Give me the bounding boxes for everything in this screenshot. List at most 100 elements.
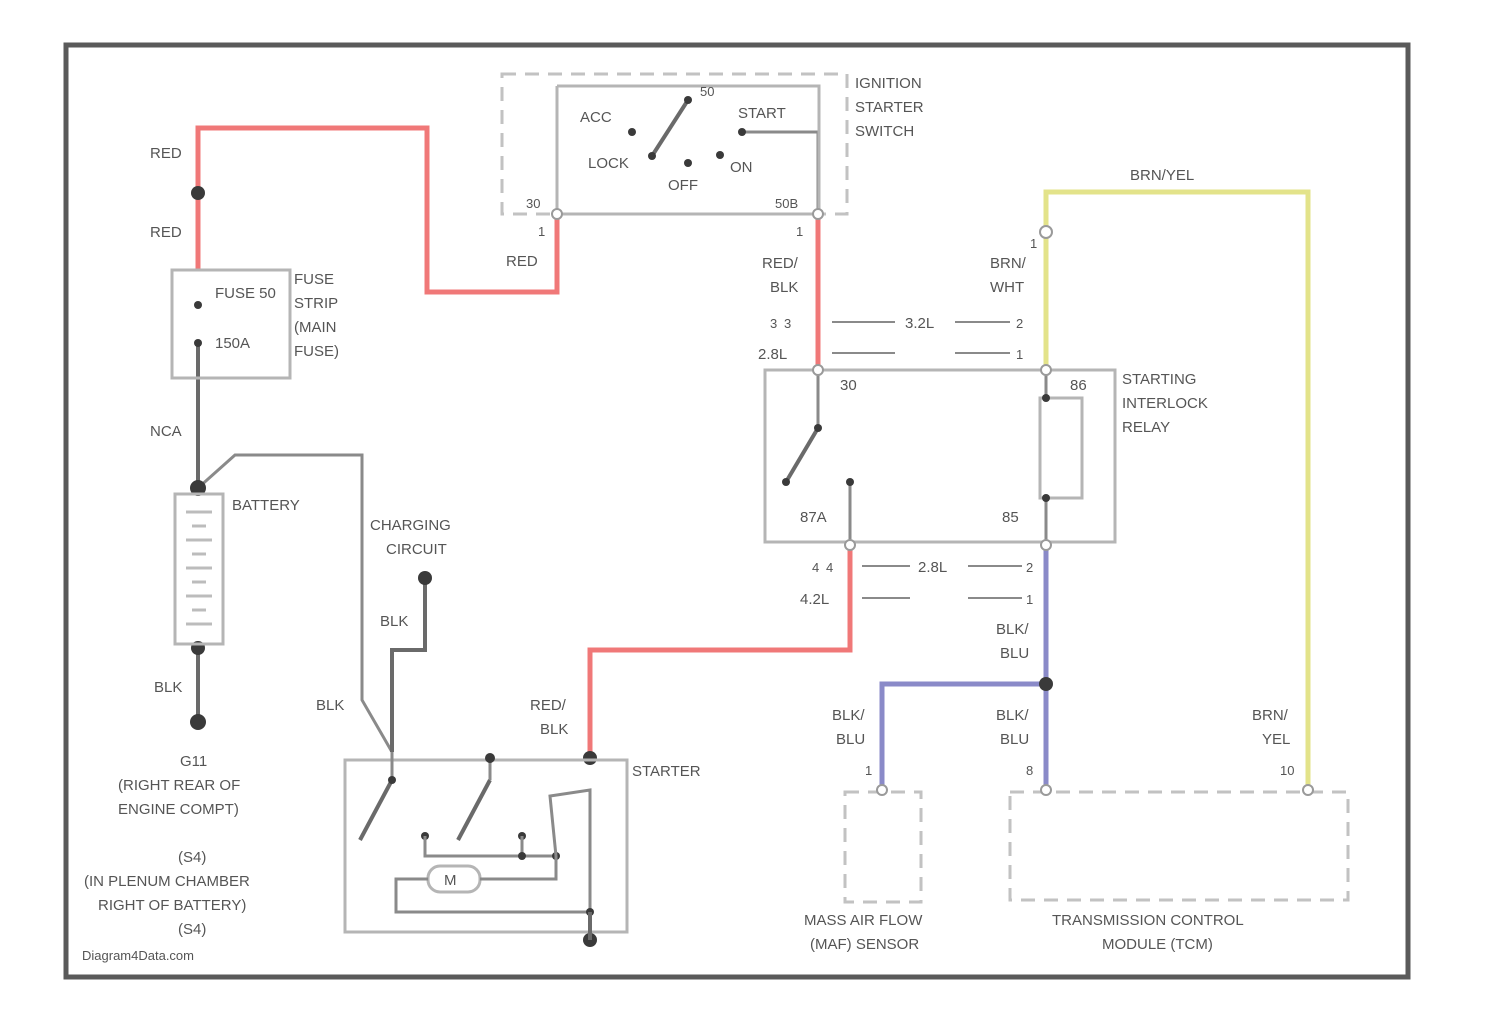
switch-pin-50b	[813, 209, 823, 219]
fuse-id: FUSE 50	[215, 285, 276, 302]
tcm-pin-b	[1303, 785, 1313, 795]
wire-label-red-top: RED	[150, 145, 182, 162]
wire-label-nca: NCA	[150, 423, 182, 440]
maf-label-1: MASS AIR FLOW	[804, 912, 923, 929]
starter-contact-1	[388, 776, 396, 784]
starter-solenoid	[550, 790, 590, 912]
switch-pin-50b-num: 1	[796, 224, 803, 239]
relay-coil-bot-dot	[1042, 494, 1050, 502]
switch-pos-lock: LOCK	[588, 155, 629, 172]
fuse-title-2: STRIP	[294, 295, 338, 312]
conn-left-bot-1: 4	[812, 560, 819, 575]
wire-label-blk-batt: BLK	[154, 679, 182, 696]
relay-title-1: STARTING	[1122, 371, 1196, 388]
conn-left-top-2: 3	[784, 316, 791, 331]
charging-terminal	[418, 571, 432, 585]
conn-left-top-1: 3	[770, 316, 777, 331]
starter-switch-1	[360, 780, 392, 840]
relay-contact-rest	[782, 478, 790, 486]
ground-note-3: RIGHT OF BATTERY)	[98, 897, 246, 914]
wire-label-red-blk-top-1: RED/	[762, 255, 799, 272]
wire-label-brn-wht-1: BRN/	[990, 255, 1027, 272]
starter-label: STARTER	[632, 763, 701, 780]
wire-label-brn-yel-top: BRN/YEL	[1130, 167, 1194, 184]
maf-pin-num: 1	[865, 763, 872, 778]
fuse-title-3: (MAIN	[294, 319, 337, 336]
starter-switch-2	[458, 780, 490, 840]
tcm-box	[1010, 792, 1348, 900]
wire-label-blk-blu-1b: BLU	[1000, 645, 1029, 662]
wire-label-blk-blu-3a: BLK/	[996, 707, 1029, 724]
conn-label-2-8l-bot: 2.8L	[918, 559, 947, 576]
wire-label-red-blk-starter-2: BLK	[540, 721, 568, 738]
switch-pos-on-dot	[716, 151, 724, 159]
splice-blue	[1039, 677, 1053, 691]
relay-pin-86: 86	[1070, 377, 1087, 394]
switch-pos-acc-dot	[628, 128, 636, 136]
conn-label-2-8l-top: 2.8L	[758, 346, 787, 363]
switch-title-1: IGNITION	[855, 75, 922, 92]
maf-sensor-box	[845, 792, 921, 902]
conn-label-4-2l-bot: 4.2L	[800, 591, 829, 608]
switch-term-left: 30	[526, 196, 540, 211]
wire-label-red-blk-starter-1: RED/	[530, 697, 567, 714]
wire-label-red-blk-top-2: BLK	[770, 279, 798, 296]
switch-pos-off: OFF	[668, 177, 698, 194]
switch-term-right: 50B	[775, 196, 798, 211]
relay-pin-85: 85	[1002, 509, 1019, 526]
tcm-label-1: TRANSMISSION CONTROL	[1052, 912, 1244, 929]
switch-pivot	[648, 152, 656, 160]
switch-title-2: STARTER	[855, 99, 924, 116]
switch-pin-30-num: 1	[538, 224, 545, 239]
ground-label-3: ENGINE COMPT)	[118, 801, 239, 818]
wire-red-blk-relay-starter	[590, 545, 850, 758]
wire-brn-yel	[1046, 192, 1308, 790]
switch-pos-start: START	[738, 105, 786, 122]
tcm-pin-a-num: 8	[1026, 763, 1033, 778]
starter-internal-1	[425, 836, 556, 856]
switch-pos-acc: ACC	[580, 109, 612, 126]
charging-label-2: CIRCUIT	[386, 541, 447, 558]
switch-pos-off-dot	[684, 159, 692, 167]
conn-left-bot-2: 4	[826, 560, 833, 575]
battery-label: BATTERY	[232, 497, 300, 514]
wire-label-red-switch: RED	[506, 253, 538, 270]
ground-note-4: (S4)	[178, 921, 206, 938]
relay-conn-30	[813, 365, 823, 375]
conn-right-bot-2: 1	[1026, 592, 1033, 607]
tcm-pin-a	[1041, 785, 1051, 795]
relay-contact-pivot	[814, 424, 822, 432]
ground-label-2: (RIGHT REAR OF	[118, 777, 240, 794]
switch-pos-start-dot	[738, 128, 746, 136]
tcm-pin-b-num: 10	[1280, 763, 1294, 778]
wire-blk-charging	[392, 580, 425, 752]
maf-label-2: (MAF) SENSOR	[810, 936, 919, 953]
ground-note-1: (S4)	[178, 849, 206, 866]
starter-motor-label: M	[444, 872, 457, 889]
starter-b-terminal	[583, 751, 597, 765]
switch-pin-30	[552, 209, 562, 219]
wire-label-brn-yel-tcm-2: YEL	[1262, 731, 1290, 748]
wire-label-blk-blu-2b: BLU	[836, 731, 865, 748]
switch-title-3: SWITCH	[855, 123, 914, 140]
relay-conn-87a	[845, 540, 855, 550]
starter-contact-2	[485, 753, 495, 763]
conn-right-bot-1: 2	[1026, 560, 1033, 575]
relay-pin-30: 30	[840, 377, 857, 394]
switch-pos-on: ON	[730, 159, 753, 176]
maf-pin	[877, 785, 887, 795]
ground-note-2: (IN PLENUM CHAMBER	[84, 873, 250, 890]
wire-label-blk-blu-3b: BLU	[1000, 731, 1029, 748]
relay-contact-87a	[846, 478, 854, 486]
relay-title-2: INTERLOCK	[1122, 395, 1208, 412]
splice-red-top	[191, 186, 205, 200]
wire-label-brn-yel-tcm-1: BRN/	[1252, 707, 1289, 724]
conn-right-top-2: 1	[1016, 347, 1023, 362]
conn-label-3-2l-top: 3.2L	[905, 315, 934, 332]
starter-motor-lead-right	[480, 856, 556, 879]
yellow-conn-top-num: 1	[1030, 236, 1037, 251]
fuse-rating: 150A	[215, 335, 250, 352]
ground-g11	[190, 714, 206, 730]
fuse-title-1: FUSE	[294, 271, 334, 288]
